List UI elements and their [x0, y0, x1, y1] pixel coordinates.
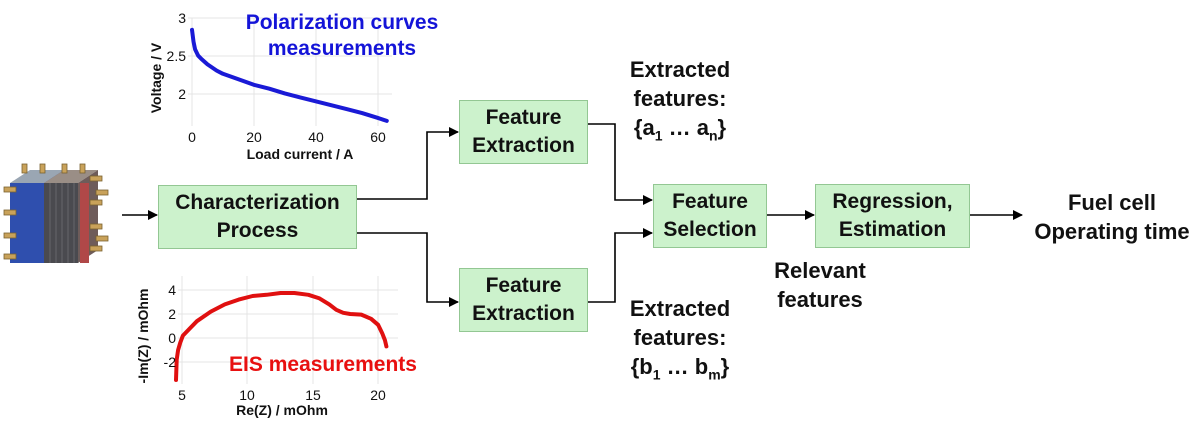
extracted-top-set: {a1 … an} [633, 115, 727, 144]
feature-extraction-bottom-line2: Extraction [472, 302, 575, 325]
regression-estimation-box: Regression, Estimation [815, 184, 970, 248]
pol-ytick-2: 2 [178, 86, 186, 102]
eis-xtick-20: 20 [370, 387, 386, 403]
characterization-line2: Process [216, 219, 299, 242]
polarization-chart-title: Polarization curves measurements [222, 10, 462, 62]
pol-ytick-2.5: 2.5 [166, 48, 186, 64]
feature-extraction-top-box: Feature Extraction [459, 100, 588, 164]
feature-extraction-top-line1: Feature [485, 106, 562, 129]
relevant-features-label: Relevant features [760, 256, 880, 314]
pol-ytick-3: 3 [178, 10, 186, 26]
feature-selection-line1: Feature [672, 190, 748, 213]
extracted-bottom-set: {b1 … bm} [630, 354, 730, 383]
extracted-features-top-label: Extracted features: {a1 … an} [610, 55, 750, 150]
characterization-process-box: Characterization Process [158, 185, 357, 249]
feature-selection-box: Feature Selection [653, 184, 767, 248]
output-line2: Operating time [1034, 219, 1190, 244]
arrow-extraction-top-to-selection [588, 123, 653, 205]
eis-chart-title: EIS measurements [229, 353, 417, 376]
pol-xtick-40: 40 [308, 129, 324, 145]
relevant-line1: Relevant [774, 258, 866, 283]
extracted-bottom-line2: features: [633, 325, 727, 350]
eis-ytick-4: 4 [168, 282, 176, 298]
pol-xtick-0: 0 [188, 129, 196, 145]
fuel-cell-operating-time-label: Fuel cell Operating time [1026, 188, 1198, 246]
eis-nyquist-series [174, 291, 389, 382]
feature-extraction-bottom-line1: Feature [485, 274, 562, 297]
polarization-title-line1: Polarization curves [245, 11, 439, 34]
feature-extraction-top-line2: Extraction [472, 134, 575, 157]
extracted-top-line1: Extracted [629, 57, 731, 82]
feature-extraction-bottom-box: Feature Extraction [459, 268, 588, 332]
regression-line2: Estimation [838, 218, 947, 241]
pol-xtick-60: 60 [370, 129, 386, 145]
eis-xtick-10: 10 [239, 387, 255, 403]
eis-yaxis-label: -Im(Z) / mOhm [135, 288, 151, 384]
eis-xtick-15: 15 [305, 387, 321, 403]
eis-xtick-5: 5 [178, 387, 186, 403]
extracted-bottom-line1: Extracted [629, 296, 731, 321]
feature-selection-line2: Selection [663, 218, 757, 241]
arrow-characterization-to-extraction-top [357, 127, 459, 200]
polarization-curve-series [190, 27, 389, 123]
regression-line1: Regression, [832, 190, 953, 213]
eis-ytick-0: 0 [168, 330, 176, 346]
eis-ytick-2: 2 [168, 306, 176, 322]
pol-xtick-20: 20 [246, 129, 262, 145]
characterization-line1: Characterization [175, 191, 340, 214]
arrow-extraction-bottom-to-selection [588, 228, 653, 303]
eis-xaxis-label: Re(Z) / mOhm [236, 402, 328, 418]
fuel-cell-stack-icon [3, 163, 109, 263]
relevant-line2: features [777, 287, 863, 312]
pol-xaxis-label: Load current / A [246, 146, 354, 162]
arrow-characterization-to-extraction-bottom [357, 232, 459, 307]
extracted-top-line2: features: [633, 86, 727, 111]
polarization-title-line2: measurements [267, 37, 417, 60]
output-line1: Fuel cell [1067, 190, 1157, 215]
extracted-features-bottom-label: Extracted features: {b1 … bm} [610, 294, 750, 389]
eis-ytick-minus2: -2 [163, 354, 176, 370]
